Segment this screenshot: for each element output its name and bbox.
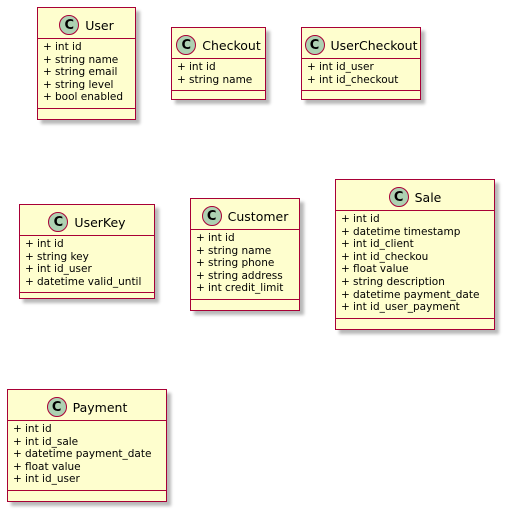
class-box-usercheckout: C UserCheckout +int id_user +int id_chec… xyxy=(301,27,421,100)
field-row: +int id xyxy=(196,232,235,244)
field-row: +int id xyxy=(13,423,52,435)
methods-compartment xyxy=(38,109,135,118)
separator xyxy=(302,90,420,92)
methods-compartment xyxy=(8,491,166,500)
class-stereotype-circle-icon: C xyxy=(46,397,67,417)
fields-list: +int id_user +int id_checkout xyxy=(302,59,420,90)
fields-list: +int id +int id_sale +datetime payment_d… xyxy=(8,421,166,490)
field-row: +int id_sale xyxy=(13,435,79,448)
field-row: +int id_user_payment xyxy=(341,301,460,314)
field-row: +datetime timestamp xyxy=(341,225,461,238)
separator xyxy=(336,317,494,319)
field-row: +int id_checkout xyxy=(307,73,399,86)
class-box-checkout: C Checkout +int id +string name xyxy=(171,27,266,100)
fields-list: +int id +string name +string phone +stri… xyxy=(191,230,299,299)
field-row: +float value xyxy=(13,460,81,473)
separator xyxy=(38,38,135,39)
fields-list: +int id +datetime timestamp +int id_clie… xyxy=(336,211,494,318)
field-row: +int id xyxy=(25,238,64,250)
field-row: +string key xyxy=(25,250,89,263)
class-header: C UserKey xyxy=(20,205,154,235)
field-row: +string address xyxy=(196,269,283,282)
class-box-user: C User +int id +string name +string emai… xyxy=(37,7,136,120)
field-row: +float value xyxy=(341,263,409,276)
class-header: C User xyxy=(38,8,135,38)
field-row: +bool enabled xyxy=(43,91,124,104)
class-name: UserKey xyxy=(74,214,126,230)
methods-compartment xyxy=(302,91,420,100)
class-box-userkey: C UserKey +int id +string key +int id_us… xyxy=(19,204,155,299)
class-name: Customer xyxy=(227,208,289,224)
separator xyxy=(172,90,265,92)
methods-compartment xyxy=(20,293,154,302)
class-header: C UserCheckout xyxy=(302,28,420,58)
separator xyxy=(302,58,420,59)
class-stereotype-circle-icon: C xyxy=(388,187,409,207)
separator xyxy=(20,292,154,294)
field-row: +int credit_limit xyxy=(196,282,284,295)
class-header: C Payment xyxy=(8,390,166,420)
class-name: User xyxy=(85,17,114,33)
class-stereotype-circle-icon: C xyxy=(48,212,69,232)
class-box-payment: C Payment +int id +int id_sale +datetime… xyxy=(7,389,167,502)
field-row: +int id_checkou xyxy=(341,250,429,263)
separator xyxy=(336,210,494,211)
field-row: +datetime payment_date xyxy=(341,288,480,301)
field-row: +string name xyxy=(43,53,119,66)
class-name: Payment xyxy=(72,399,128,415)
class-name: Sale xyxy=(414,189,442,205)
field-row: +string description xyxy=(341,275,445,288)
class-stereotype-circle-icon: C xyxy=(304,35,325,55)
fields-list: +int id +string name xyxy=(172,59,265,90)
field-row: +datetime valid_until xyxy=(25,275,142,288)
field-row: +string level xyxy=(43,78,114,91)
separator xyxy=(191,229,299,230)
methods-compartment xyxy=(191,300,299,309)
class-name: UserCheckout xyxy=(330,37,418,53)
class-header: C Sale xyxy=(336,180,494,210)
field-row: +int id xyxy=(177,61,216,73)
separator xyxy=(20,235,154,236)
field-row: +string email xyxy=(43,66,118,79)
field-row: +int id_user xyxy=(307,61,374,73)
class-name: Checkout xyxy=(202,37,261,53)
field-row: +string name xyxy=(196,244,272,257)
class-stereotype-circle-icon: C xyxy=(59,15,80,35)
field-row: +int id_user xyxy=(13,473,80,486)
separator xyxy=(8,489,166,491)
field-row: +int id_user xyxy=(25,263,92,276)
class-box-sale: C Sale +int id +datetime timestamp +int … xyxy=(335,179,495,330)
methods-compartment xyxy=(336,319,494,328)
separator xyxy=(38,107,135,109)
class-box-customer: C Customer +int id +string name +string … xyxy=(190,198,300,311)
fields-list: +int id +string key +int id_user +dateti… xyxy=(20,236,154,292)
methods-compartment xyxy=(172,91,265,100)
separator xyxy=(191,298,299,300)
separator xyxy=(8,420,166,421)
separator xyxy=(172,58,265,59)
field-row: +int id xyxy=(341,213,380,225)
class-header: C Checkout xyxy=(172,28,265,58)
field-row: +int id_client xyxy=(341,238,414,251)
field-row: +string phone xyxy=(196,257,275,270)
fields-list: +int id +string name +string email +stri… xyxy=(38,39,135,108)
field-row: +datetime payment_date xyxy=(13,448,152,461)
class-header: C Customer xyxy=(191,199,299,229)
class-stereotype-circle-icon: C xyxy=(176,35,197,55)
field-row: +int id xyxy=(43,41,82,53)
class-stereotype-circle-icon: C xyxy=(201,206,222,226)
field-row: +string name xyxy=(177,73,253,86)
